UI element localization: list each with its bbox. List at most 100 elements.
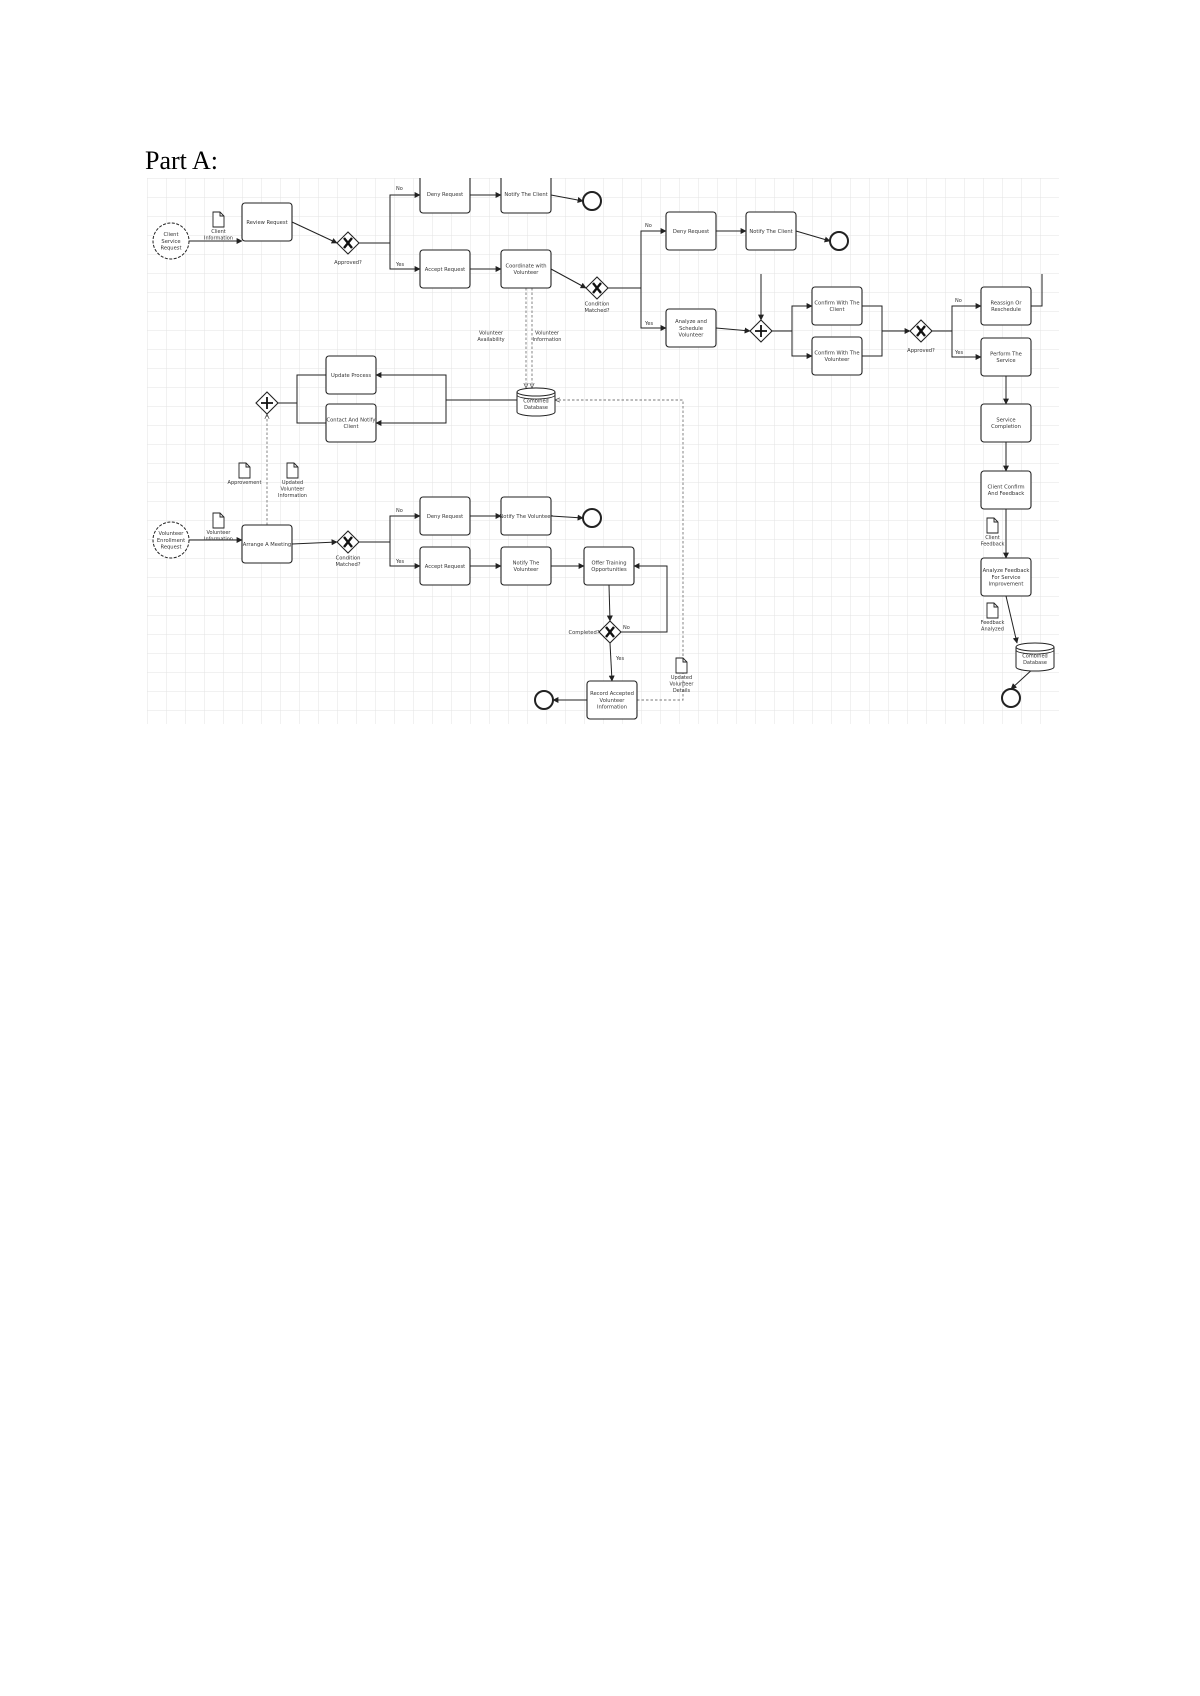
sequence-flow-edge	[550, 268, 587, 289]
task-label: For Service	[992, 575, 1021, 581]
sequence-flow-edge	[772, 303, 813, 332]
data-object-label: Client	[211, 229, 226, 235]
parallel-plus-icon	[755, 325, 767, 337]
event-label: Request	[160, 545, 181, 551]
data-object-label: Information	[204, 536, 233, 542]
task-t-accept1[interactable]: Accept Request	[419, 249, 471, 289]
task-label: Arrange A Meeting	[243, 542, 291, 548]
gateway-g-parallel2	[749, 319, 773, 343]
database-label: Combined	[523, 399, 548, 405]
flow-label: Yes	[644, 321, 653, 327]
task-box	[325, 355, 377, 395]
task-label: Volunteer	[825, 357, 851, 363]
task-t-deny3[interactable]: Deny Request	[419, 496, 471, 536]
task-t-update[interactable]: Update Process	[325, 355, 377, 395]
task-t-review[interactable]: Review Request	[241, 202, 293, 242]
database-label: Database	[1023, 660, 1047, 666]
sequence-flow-edge	[862, 331, 883, 357]
sequence-flow-edge	[550, 194, 584, 203]
task-t-notify3[interactable]: Notify The Volunteer	[499, 496, 553, 536]
annotation-label: Volunteer	[535, 331, 560, 337]
database-top	[516, 387, 556, 397]
sequence-flow-edge	[608, 228, 667, 289]
sequence-flow-edge	[606, 584, 613, 622]
task-label: Volunteer	[600, 698, 626, 704]
task-t-notify2[interactable]: Notify The Client	[745, 211, 797, 251]
task-t-deny2[interactable]: Deny Request	[665, 211, 717, 251]
sequence-flow-edge	[359, 513, 421, 543]
sequence-flow-edge	[389, 243, 421, 272]
sequence-flow-edge	[608, 642, 615, 682]
task-label: Deny Request	[427, 192, 463, 198]
task-label: Notify The Client	[749, 229, 792, 235]
sequence-flow-edge	[862, 305, 911, 334]
end-event-circle	[1001, 688, 1021, 708]
flow-label: No	[396, 186, 403, 192]
task-box	[665, 211, 717, 251]
task-label: Completion	[991, 424, 1021, 430]
sequence-flow-edge	[550, 514, 584, 521]
task-label: Confirm With The	[814, 350, 859, 356]
flow-edges	[189, 192, 1043, 703]
sequence-flow-edge	[389, 542, 421, 569]
task-label: And Feedback	[988, 491, 1024, 497]
sequence-flow-edge	[359, 192, 421, 244]
database-label: Combined	[1022, 654, 1047, 660]
end-event-end3	[582, 508, 602, 528]
annotation-label: Availability	[477, 337, 504, 343]
task-label: Accept Request	[425, 267, 465, 273]
gateway-g-completed: Completed?	[568, 620, 622, 644]
task-box	[500, 249, 552, 289]
sequence-flow-edge	[951, 331, 982, 360]
task-label: Deny Request	[427, 514, 463, 520]
task-box	[419, 546, 471, 586]
task-label: Client	[829, 307, 844, 313]
task-label: Update Process	[331, 373, 371, 379]
gateway-g-parallel1	[255, 391, 279, 415]
flow-label: Yes	[615, 656, 624, 662]
event-label: Client	[163, 232, 178, 238]
event-label: Request	[160, 246, 181, 252]
task-t-accept3[interactable]: Accept Request	[419, 546, 471, 586]
task-label: Deny Request	[673, 229, 709, 235]
gateway-label: Matched?	[335, 562, 360, 568]
task-label: Analyze and	[675, 319, 707, 325]
sequence-flow-edge	[296, 403, 326, 424]
document-icon	[675, 657, 688, 674]
task-label: Analyze Feedback	[983, 568, 1030, 574]
task-label: Offer Training	[591, 560, 626, 566]
parallel-plus-icon	[261, 397, 273, 409]
sequence-flow-edge	[621, 563, 668, 633]
sequence-flow-edge	[932, 303, 982, 332]
database-cylinder	[1015, 647, 1055, 672]
task-t-notify1[interactable]: Notify The Client	[500, 174, 552, 214]
data-object-label: Client	[985, 535, 1000, 541]
annotation-label: Volunteer	[479, 331, 504, 337]
gateway-g-approved1: Approved?	[334, 231, 362, 266]
data-object-label: Volunteer	[670, 681, 695, 687]
task-t-arrange[interactable]: Arrange A Meeting	[241, 524, 293, 564]
association-edge	[555, 400, 684, 701]
task-t-deny1[interactable]: Deny Request	[419, 174, 471, 214]
